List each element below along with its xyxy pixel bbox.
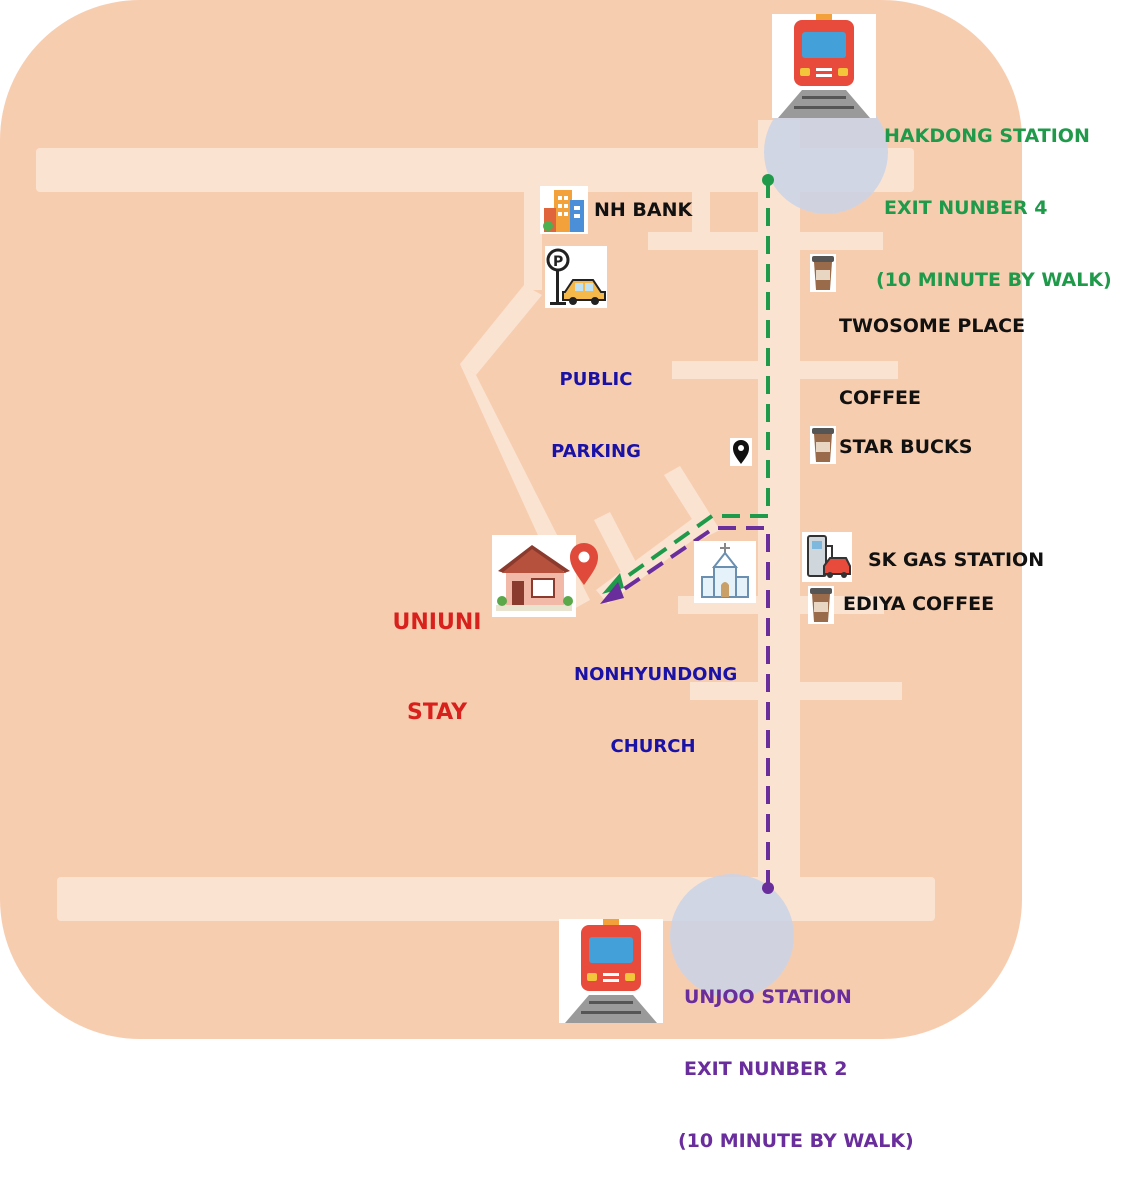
twosome-line1: TWOSOME PLACE [839,315,1026,337]
map-canvas: P [0,0,1022,1039]
green-route [606,180,770,592]
road-side-1 [648,232,883,250]
coffee-cup-icon [808,586,834,624]
train-icon [559,919,663,1023]
green-route-start [762,174,774,186]
purple-route-arrow [600,582,624,604]
parking-car-icon: P [545,246,607,308]
purple-route-start [762,882,774,894]
unjoo-station-label: UNJOO STATION EXIT NUNBER 2 (10 MINUTE B… [678,937,914,1177]
building-icon [540,186,588,234]
starbucks-label: STAR BUCKS [839,436,973,458]
unjoo-line2: EXIT NUNBER 2 [684,1058,848,1080]
hakdong-line2: EXIT NUNBER 4 [884,197,1048,219]
church-icon [694,541,756,603]
unjoo-line3: (10 MINUTE BY WALK) [678,1130,914,1152]
road-bank-stub [692,190,710,242]
road-diagonal-1 [460,285,542,375]
church-label: NONHYUNDONG CHURCH [574,615,738,783]
unjoo-station-circle [670,874,794,998]
uniuni-line1: UNIUNI [392,610,482,635]
public-parking-line2: PARKING [551,441,641,462]
hakdong-station-label: HAKDONG STATION EXIT NUNBER 4 (10 MINUTE… [876,76,1112,316]
road-side-2 [672,361,898,379]
road-main-vertical [758,120,800,920]
ediya-label: EDIYA COFFEE [843,593,995,615]
sk-gas-label: SK GAS STATION [868,549,1045,571]
hakdong-line3: (10 MINUTE BY WALK) [876,269,1112,291]
road-bottom-horizontal [57,877,935,921]
coffee-cup-icon [810,426,836,464]
church-line1: NONHYUNDONG [574,664,738,685]
road-top-horizontal [36,148,914,192]
location-pin-icon [570,543,598,585]
map-pin-icon [730,438,752,466]
coffee-cup-icon [810,254,836,292]
church-line2: CHURCH [610,736,696,757]
twosome-label: TWOSOME PLACE COFFEE [839,266,1025,434]
hakdong-station-circle [764,90,888,214]
roads [36,120,935,921]
public-parking-line1: PUBLIC [559,369,633,390]
unjoo-line1: UNJOO STATION [684,986,852,1008]
train-icon [772,14,876,118]
hakdong-line1: HAKDONG STATION [884,125,1090,147]
twosome-line2: COFFEE [839,387,922,409]
uniuni-line2: STAY [407,700,467,725]
house-icon [492,535,576,617]
svg-text:P: P [553,254,563,270]
road-side-4 [690,682,902,700]
purple-route [606,526,770,888]
road-left-vertical [524,190,542,290]
uniuni-stay-label: UNIUNI STAY [386,548,488,758]
public-parking-label: PUBLIC PARKING [545,320,647,488]
road-diagonal-3 [594,512,640,578]
nh-bank-label: NH BANK [594,199,693,221]
gas-pump-icon [802,532,852,582]
